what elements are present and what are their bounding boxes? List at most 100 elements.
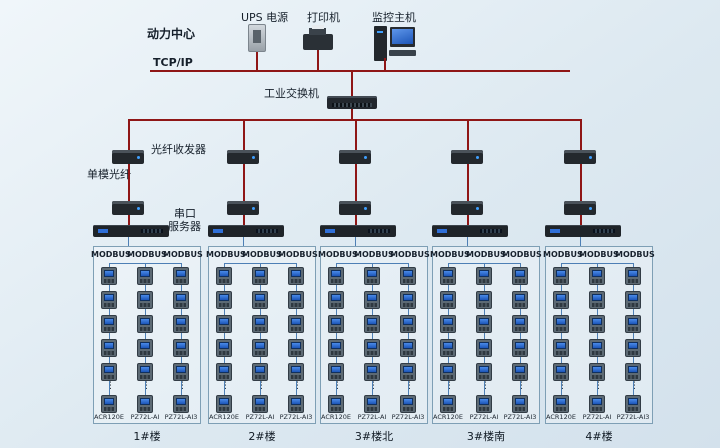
modbus-bus-label: MODBUS xyxy=(163,250,203,259)
power-meter-icon xyxy=(440,339,456,357)
power-meter-icon xyxy=(400,315,416,333)
power-meter-icon xyxy=(512,395,528,413)
fiber-transceiver-icon xyxy=(451,201,483,215)
serial-server-icon xyxy=(93,225,169,237)
power-meter-icon xyxy=(553,267,569,285)
power-meter-icon xyxy=(476,363,492,381)
power-meter-icon xyxy=(440,363,456,381)
power-meter-icon xyxy=(553,291,569,309)
power-meter-icon xyxy=(400,291,416,309)
modbus-column-line xyxy=(484,264,485,405)
connector-line xyxy=(351,72,353,96)
power-meter-icon xyxy=(288,267,304,285)
modbus-bus-label: MODBUS xyxy=(579,250,619,259)
power-meter-icon xyxy=(400,339,416,357)
fiber-transceiver-icon xyxy=(112,201,144,215)
power-meter-icon xyxy=(328,267,344,285)
power-meter-icon xyxy=(589,315,605,333)
modbus-column-line xyxy=(109,264,110,405)
power-meter-icon xyxy=(328,395,344,413)
power-meter-icon xyxy=(553,395,569,413)
meter-model-label: PZ72L-AI xyxy=(582,413,612,421)
power-meter-icon xyxy=(137,395,153,413)
power-meter-icon xyxy=(476,339,492,357)
power-meter-icon xyxy=(400,267,416,285)
power-meter-icon xyxy=(476,291,492,309)
power-meter-icon xyxy=(101,339,117,357)
power-meter-icon xyxy=(440,395,456,413)
fiber-transceiver-icon xyxy=(564,150,596,164)
power-meter-icon xyxy=(364,291,380,309)
host-label: 监控主机 xyxy=(372,11,416,24)
power-meter-icon xyxy=(173,267,189,285)
power-meter-icon xyxy=(364,315,380,333)
meter-model-label: PZ72L-AI xyxy=(130,413,160,421)
modbus-bus-line xyxy=(224,263,297,264)
fiber-transceiver-icon xyxy=(451,150,483,164)
meter-model-label: ACR120E xyxy=(209,413,239,421)
single-mode-fiber-label: 单模光纤 xyxy=(87,168,131,181)
power-meter-icon xyxy=(589,291,605,309)
building-label: 4#楼 xyxy=(585,430,613,443)
power-meter-icon xyxy=(137,315,153,333)
power-meter-icon xyxy=(288,315,304,333)
fiber-transceiver-icon xyxy=(339,201,371,215)
meter-model-label: PZ72L-AI3 xyxy=(279,413,313,421)
ellipsis-more-meters-icon: ⋮ xyxy=(293,381,302,391)
power-meter-icon xyxy=(625,363,641,381)
power-meter-icon xyxy=(328,363,344,381)
modbus-column-line xyxy=(296,264,297,405)
power-meter-icon xyxy=(137,339,153,357)
modbus-bus-label: MODBUS xyxy=(242,250,282,259)
modbus-bus-label: MODBUS xyxy=(278,250,318,259)
connector-line xyxy=(128,215,130,226)
modbus-column-line xyxy=(224,264,225,405)
power-meter-icon xyxy=(625,395,641,413)
connector-line xyxy=(256,52,258,71)
modbus-bus-label: MODBUS xyxy=(91,250,131,259)
modbus-column-line xyxy=(260,264,261,405)
power-meter-icon xyxy=(252,315,268,333)
power-meter-icon xyxy=(625,267,641,285)
serial-server-icon xyxy=(432,225,508,237)
modbus-bus-label: MODBUS xyxy=(127,250,167,259)
fiber-transceiver-icon xyxy=(112,150,144,164)
modbus-column-line xyxy=(145,264,146,405)
connector-line xyxy=(128,237,129,247)
power-meter-icon xyxy=(512,339,528,357)
industrial-switch-icon xyxy=(327,96,377,109)
serial-server-label: 串口 xyxy=(174,207,196,220)
modbus-bus-label: MODBUS xyxy=(206,250,246,259)
host-tower-icon xyxy=(374,26,387,61)
meter-model-label: PZ72L-AI3 xyxy=(616,413,650,421)
power-meter-icon xyxy=(512,315,528,333)
modbus-bus-label: MODBUS xyxy=(318,250,358,259)
power-meter-icon xyxy=(440,267,456,285)
ellipsis-more-meters-icon: ⋮ xyxy=(594,381,603,391)
power-meter-icon xyxy=(512,267,528,285)
serial-server-icon xyxy=(208,225,284,237)
building-label: 3#楼北 xyxy=(354,430,394,443)
power-meter-icon xyxy=(476,395,492,413)
power-meter-icon xyxy=(101,267,117,285)
power-meter-icon xyxy=(476,315,492,333)
modbus-bus-label: MODBUS xyxy=(466,250,506,259)
connector-line xyxy=(128,120,130,151)
power-meter-icon xyxy=(216,291,232,309)
ellipsis-more-meters-icon: ⋮ xyxy=(178,381,187,391)
host-monitor-icon xyxy=(390,27,415,47)
serial-server-label: 服务器 xyxy=(168,220,201,233)
host-keyboard-icon xyxy=(389,50,416,56)
fiber-line xyxy=(467,164,469,202)
connector-line xyxy=(580,215,582,226)
meter-model-label: PZ72L-AI3 xyxy=(503,413,537,421)
ellipsis-more-meters-icon: ⋮ xyxy=(445,381,454,391)
power-meter-icon xyxy=(589,339,605,357)
ellipsis-more-meters-icon: ⋮ xyxy=(405,381,414,391)
connector-line xyxy=(467,237,468,247)
power-meter-icon xyxy=(216,339,232,357)
